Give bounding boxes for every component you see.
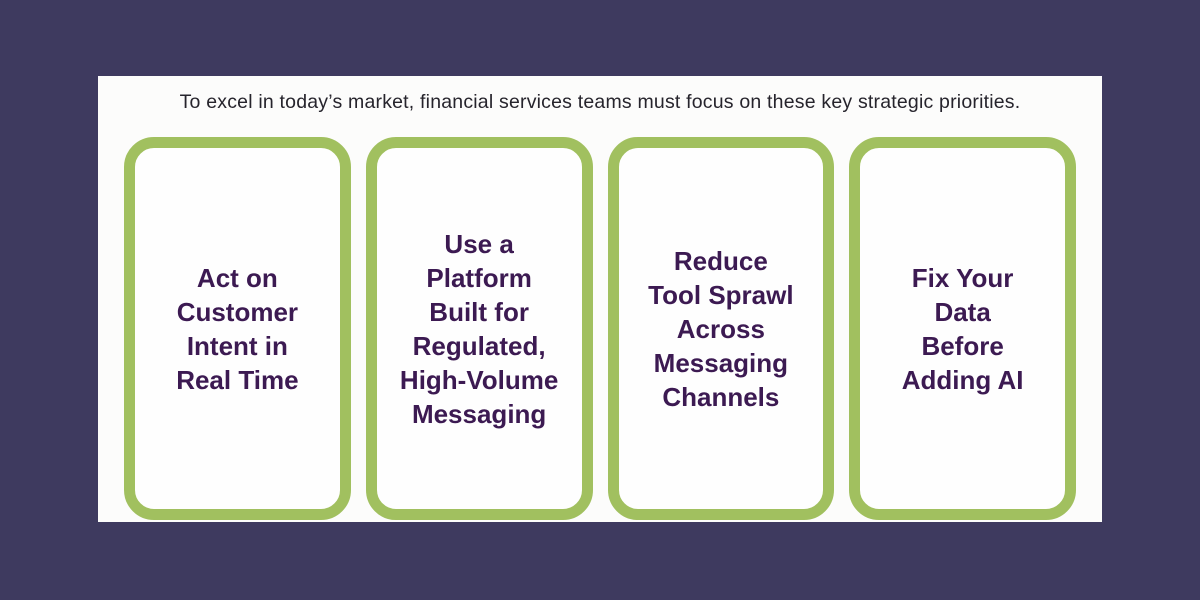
- cards-row: Act on Customer Intent in Real Time Use …: [124, 137, 1076, 520]
- card-title: Reduce Tool Sprawl Across Messaging Chan…: [648, 245, 794, 412]
- card-title: Fix Your Data Before Adding AI: [901, 262, 1024, 395]
- content-panel: To excel in today’s market, financial se…: [98, 76, 1102, 522]
- card-act-on-customer-intent: Act on Customer Intent in Real Time: [124, 137, 351, 520]
- card-platform-regulated-messaging: Use a Platform Built for Regulated, High…: [365, 137, 593, 520]
- card-title: Use a Platform Built for Regulated, High…: [399, 228, 559, 429]
- headline: To excel in today’s market, financial se…: [179, 91, 1021, 113]
- card-title: Act on Customer Intent in Real Time: [176, 262, 299, 395]
- card-fix-your-data: Fix Your Data Before Adding AI: [849, 137, 1076, 520]
- card-reduce-tool-sprawl: Reduce Tool Sprawl Across Messaging Chan…: [607, 137, 835, 520]
